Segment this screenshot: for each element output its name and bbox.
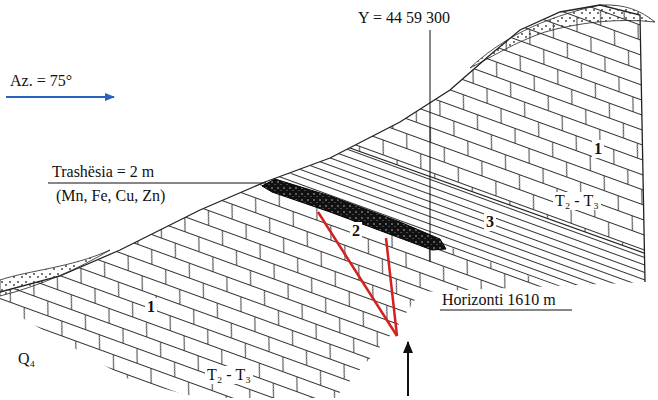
quaternary-cap [470,5,655,68]
rock-body [0,5,658,398]
thickness-label: Trashësia = 2 m [50,163,156,181]
layer-number: 3 [484,213,496,231]
layer-3-hatch [268,148,658,322]
thickness-leader [48,182,266,183]
stratigraphic-age: T₂ - T₃ [553,192,601,210]
element-label: (Mn, Fe, Cu, Zn) [54,187,167,205]
stratigraphic-age: T₂ - T₃ [205,366,253,384]
layer-number: 2 [350,222,362,240]
coordinate-line [430,30,431,262]
azimuth-label: Az. = 75° [8,72,74,90]
level-underline [440,309,572,310]
ore-body [262,179,446,250]
layer-number: 1 [145,298,157,316]
coordinate-label: Y = 44 59 300 [356,9,452,27]
stratigraphic-age: Q₄ [16,350,37,368]
fault-line [318,212,397,336]
ground-surface [0,5,645,292]
fault-line [386,238,397,336]
layer-number: 1 [592,140,604,158]
azimuth-arrow [6,96,114,98]
adit-arrow [407,342,409,396]
level-label: Horizonti 1610 m [440,291,558,309]
layer-3 [268,148,658,322]
quaternary-deposit [0,250,110,296]
